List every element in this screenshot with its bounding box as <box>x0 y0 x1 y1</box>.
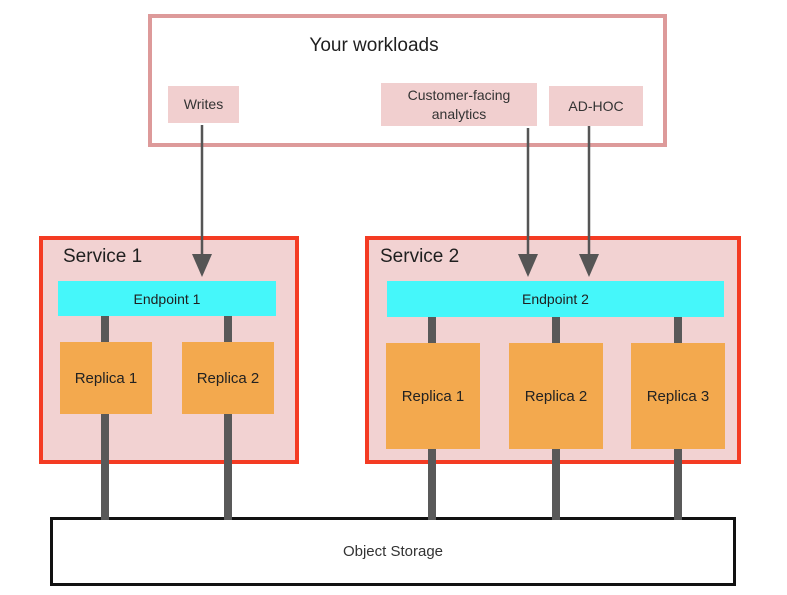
service-2-replica-2: Replica 2 <box>509 343 603 449</box>
workload-chip-customer-facing-analytics: Customer-facing analytics <box>381 83 537 126</box>
service-2-replica-1: Replica 1 <box>386 343 480 449</box>
service-2-replica-3: Replica 3 <box>631 343 725 449</box>
workload-chip-writes: Writes <box>168 86 239 123</box>
service-2-title: Service 2 <box>380 246 460 267</box>
workload-chip-ad-hoc: AD-HOC <box>549 86 643 126</box>
service-1-endpoint: Endpoint 1 <box>58 281 276 316</box>
object-storage-box: Object Storage <box>50 517 736 586</box>
service-1-title: Service 1 <box>63 246 143 267</box>
service-1-replica-1: Replica 1 <box>60 342 152 414</box>
service-2-endpoint: Endpoint 2 <box>387 281 724 317</box>
workloads-box <box>148 14 667 147</box>
service-1-replica-2: Replica 2 <box>182 342 274 414</box>
workloads-title: Your workloads <box>309 35 439 56</box>
